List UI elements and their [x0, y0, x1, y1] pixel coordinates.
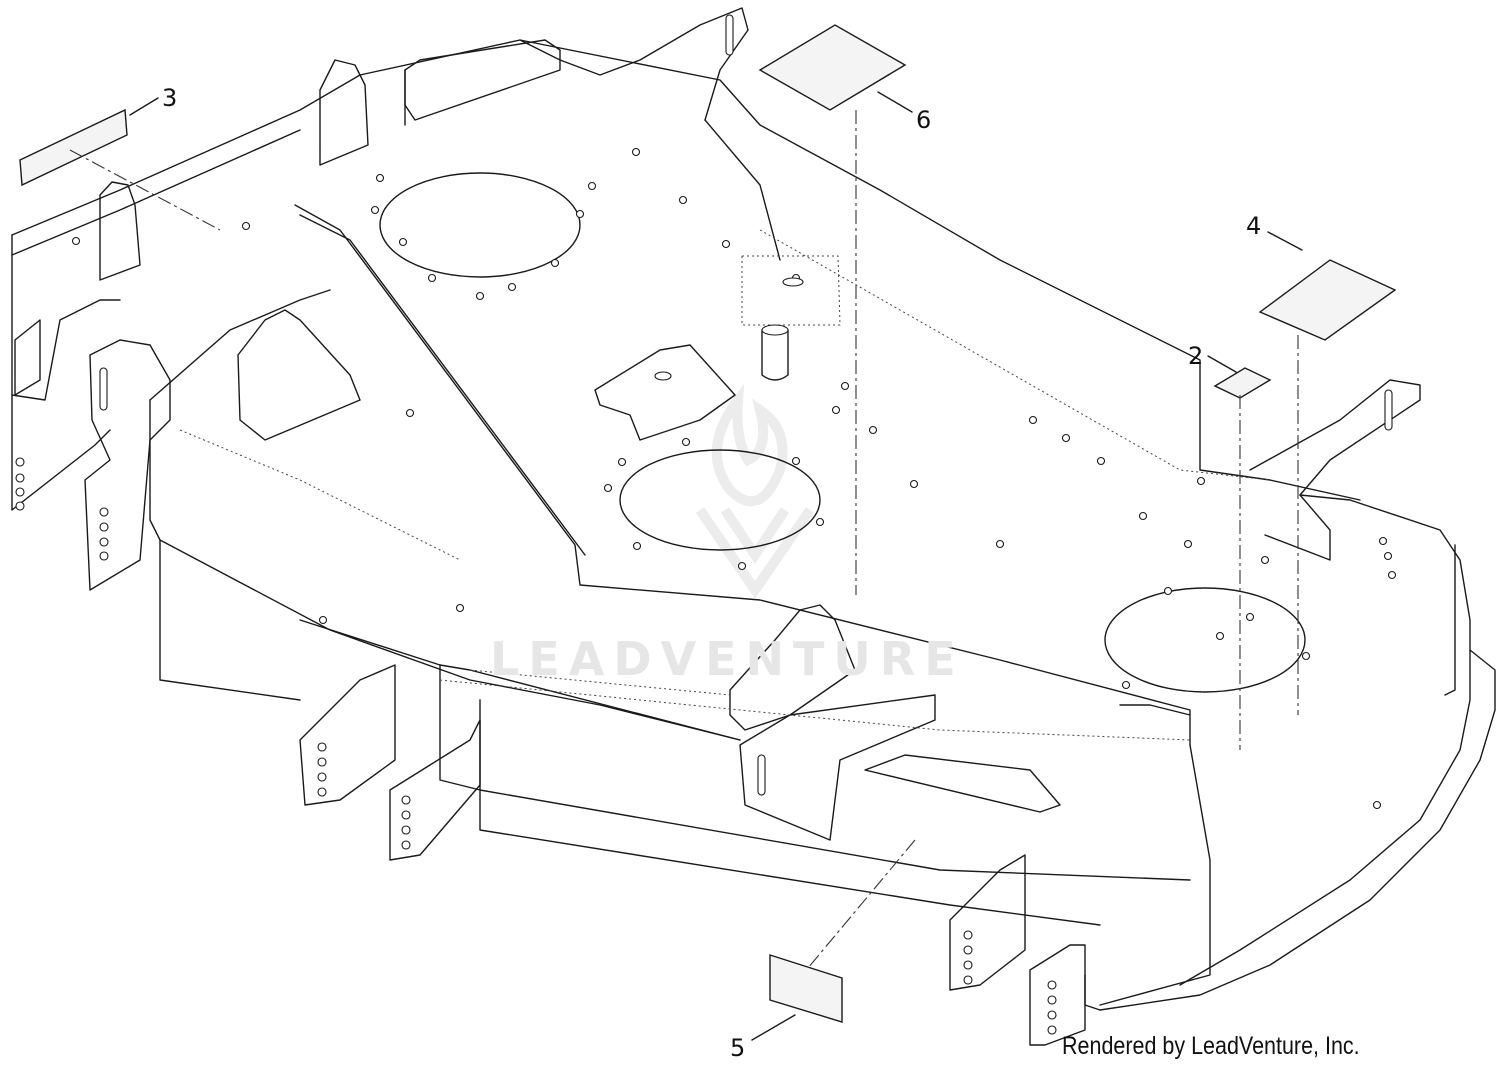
decal-4 — [1258, 259, 1397, 341]
watermark-logo-icon — [695, 383, 815, 599]
hidden-edges — [179, 229, 1271, 741]
decal-2 — [1213, 367, 1272, 399]
spindle-openings — [379, 172, 1306, 693]
callout-4: 4 — [1246, 212, 1262, 240]
hanger-slots — [99, 14, 1393, 796]
callout-5: 5 — [730, 1034, 746, 1062]
callout-leaders — [129, 91, 1303, 1041]
deck-bolt-holes — [71, 147, 1397, 810]
decal-5 — [769, 954, 843, 1023]
callout-2: 2 — [1188, 342, 1204, 370]
decal-3 — [19, 108, 128, 187]
center-spindle-post — [654, 255, 841, 381]
decal-6 — [758, 24, 907, 111]
mower-deck-body — [11, 7, 1496, 1011]
hanger-holes — [15, 457, 1057, 1035]
callout-6: 6 — [916, 106, 932, 134]
placement-lines — [69, 110, 1299, 969]
render-credit: Rendered by LeadVenture, Inc. — [1062, 1032, 1360, 1060]
watermark-text: LEADVENTURE — [490, 632, 965, 686]
left-hanger-plates — [299, 664, 1086, 1046]
callout-3: 3 — [162, 84, 178, 112]
